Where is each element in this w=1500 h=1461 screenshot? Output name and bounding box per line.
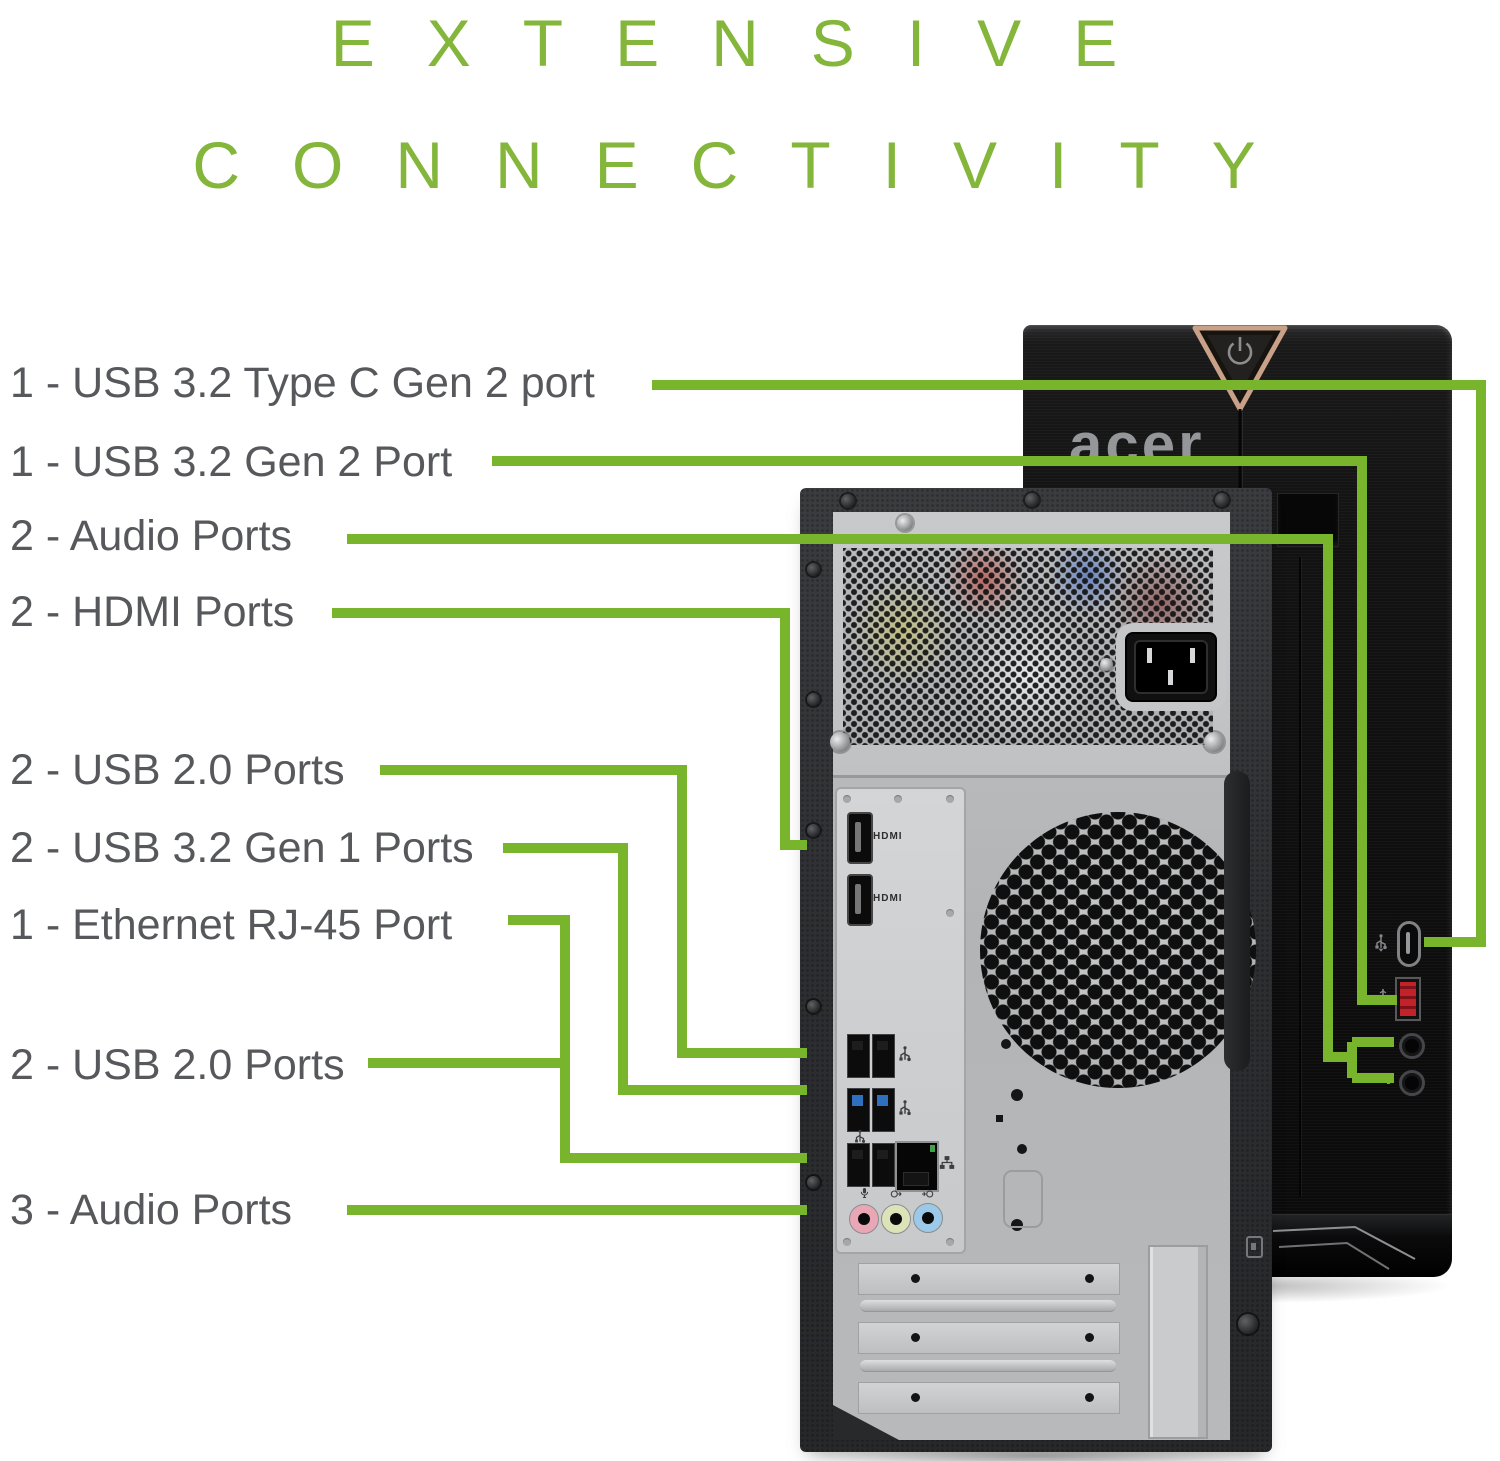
ac-power-inlet — [1125, 632, 1217, 702]
usb3-ss-icon — [1379, 989, 1387, 1005]
callout-line-hdmi — [332, 608, 807, 850]
label-usb32-gen1-ports: 2 - USB 3.2 Gen 1 Ports — [10, 824, 474, 872]
label-usb20-ports-bottom: 2 - USB 2.0 Ports — [10, 1041, 345, 1089]
slot-hole — [1085, 1333, 1094, 1342]
usb2-port — [872, 1034, 895, 1078]
mic-icon — [860, 1188, 869, 1198]
line-in-icon — [922, 1190, 934, 1198]
label-usb32-gen2-port: 1 - USB 3.2 Gen 2 Port — [10, 438, 453, 486]
power-icon — [1227, 337, 1253, 365]
usb2-port — [872, 1143, 895, 1187]
frame-screw — [807, 1000, 820, 1013]
brand-logo: acer — [1069, 411, 1205, 478]
page-title-line-2: CONNECTIVITY — [192, 128, 1308, 202]
slot-ridge — [860, 1360, 1116, 1372]
frame-screw — [841, 494, 855, 508]
frame-screw — [807, 693, 820, 706]
screw — [1100, 658, 1113, 671]
callout-line-usb32-gen1 — [503, 843, 807, 1095]
screw-hole — [843, 1238, 851, 1246]
usb3-port — [872, 1088, 895, 1132]
slot-hole — [911, 1274, 920, 1283]
headphone-icon — [1381, 1037, 1393, 1046]
hdmi-label: HDMI — [873, 893, 903, 904]
front-headphone-jack — [1399, 1033, 1425, 1059]
base-chrome-accent — [1272, 1225, 1416, 1270]
audio-jack-mic — [849, 1204, 879, 1234]
hdmi-label: HDMI — [873, 831, 903, 842]
audio-jack-lineout — [881, 1204, 911, 1234]
frame-screw — [1025, 493, 1039, 507]
expansion-slot-cover — [858, 1263, 1120, 1295]
slot-bracket — [1148, 1245, 1208, 1439]
frame-screw — [1215, 493, 1229, 507]
label-hdmi-ports: 2 - HDMI Ports — [10, 588, 295, 636]
front-edge-groove — [1299, 557, 1301, 1197]
fan-grille — [980, 812, 1256, 1088]
vent-hole — [996, 1115, 1003, 1122]
label-rear-audio-ports: 3 - Audio Ports — [10, 1186, 293, 1234]
label-usb20-ports-top: 2 - USB 2.0 Ports — [10, 746, 345, 794]
slot-hole — [1085, 1274, 1094, 1283]
screw-hole — [946, 795, 954, 803]
label-usb-c-gen2-port: 1 - USB 3.2 Type C Gen 2 port — [10, 359, 595, 407]
screw-hole — [946, 1238, 954, 1246]
expansion-slot-cover — [858, 1382, 1120, 1414]
usb-c-port — [1397, 921, 1421, 967]
slot-ridge — [860, 1300, 1116, 1312]
punch-out-cover — [1003, 1170, 1043, 1228]
line-out-icon — [890, 1190, 902, 1198]
hdmi-port-1 — [847, 812, 873, 864]
screw-hole — [894, 795, 902, 803]
vent-hole — [1011, 1219, 1023, 1231]
slot-hole — [911, 1393, 920, 1402]
vent-hole — [1001, 1039, 1011, 1049]
ac-prong — [1190, 648, 1195, 663]
label-front-audio-ports: 2 - Audio Ports — [10, 512, 293, 560]
screw-hole — [843, 795, 851, 803]
hdmi-port-2 — [847, 874, 873, 926]
usb-icon — [855, 1129, 866, 1143]
page-title-line-1: EXTENSIVE — [330, 6, 1170, 80]
usb-icon — [1375, 934, 1387, 952]
thumbscrew — [1238, 1314, 1258, 1334]
callout-line-ethernet — [508, 915, 807, 1163]
usb2-port — [847, 1143, 870, 1187]
ethernet-port — [895, 1141, 939, 1192]
frame-screw — [807, 563, 820, 576]
audio-jack-linein — [913, 1203, 943, 1233]
usb2-port — [847, 1034, 870, 1078]
screw-hole — [946, 909, 954, 917]
side-latch-handle — [1224, 771, 1250, 1071]
vent-hole — [1011, 1089, 1023, 1101]
screw — [897, 515, 913, 531]
optical-drive-slot — [1277, 493, 1339, 547]
mic-icon — [1384, 1074, 1393, 1084]
usb-icon — [899, 1046, 911, 1062]
label-ethernet-port: 1 - Ethernet RJ-45 Port — [10, 901, 453, 949]
frame-screw — [807, 1176, 820, 1189]
kensington-lock-icon — [1246, 1236, 1263, 1258]
ac-prong — [1147, 648, 1152, 663]
vent-hole — [1017, 1144, 1027, 1154]
screw — [1204, 732, 1224, 752]
front-mic-jack — [1399, 1070, 1425, 1096]
screw — [830, 732, 850, 752]
io-plate: HDMI HDMI — [835, 787, 966, 1254]
slot-hole — [1085, 1393, 1094, 1402]
usb-a-red-port — [1395, 977, 1421, 1021]
rear-panel-image: HDMI HDMI — [800, 488, 1272, 1452]
slot-hole — [911, 1333, 920, 1342]
usb-icon — [899, 1100, 911, 1116]
frame-screw — [807, 824, 820, 837]
network-icon — [939, 1156, 955, 1169]
expansion-slot-cover — [858, 1322, 1120, 1354]
ac-prong — [1168, 670, 1173, 685]
usb3-port — [847, 1088, 870, 1132]
